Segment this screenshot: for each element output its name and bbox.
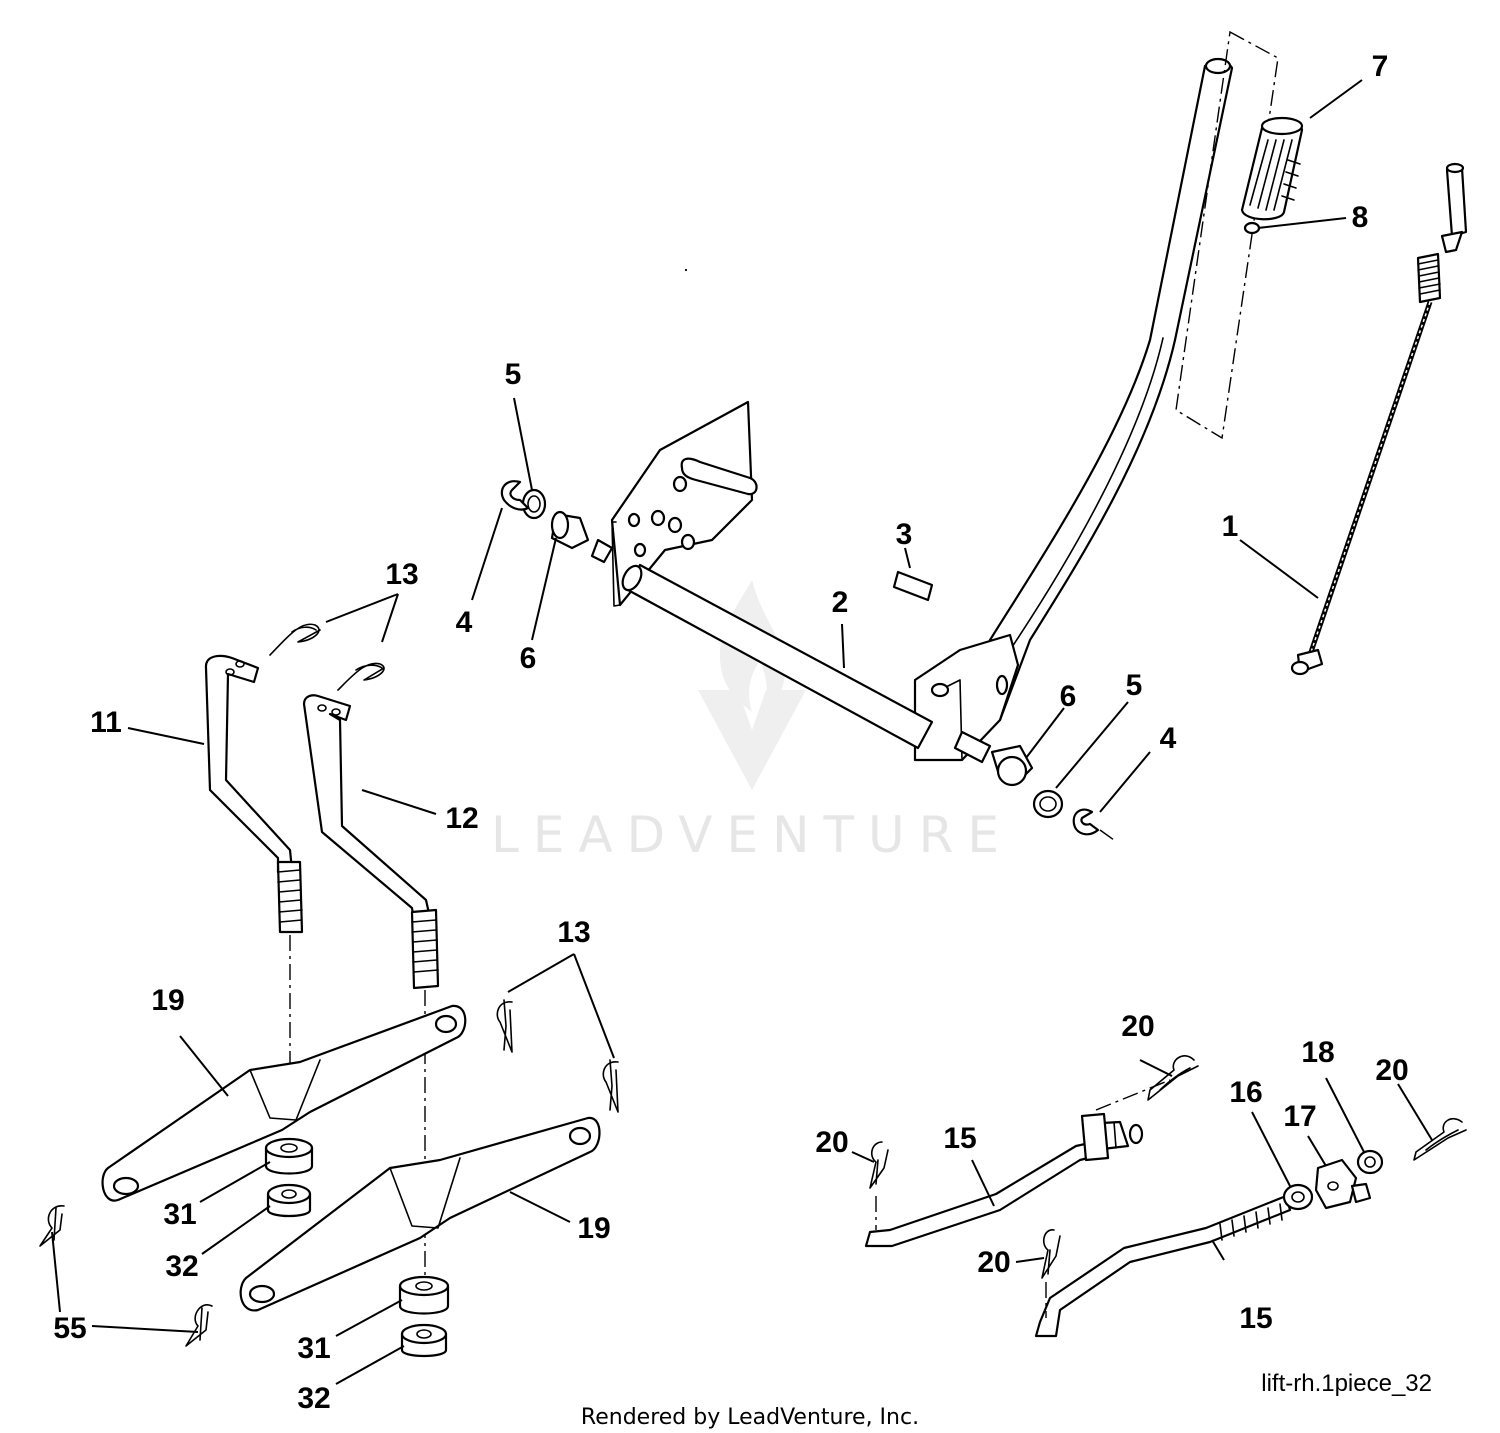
washer-18: [1356, 1149, 1384, 1175]
trunnion-block: [1314, 1158, 1372, 1210]
lift-arm-lower: [239, 1116, 601, 1312]
watermark-text: LEADVENTURE: [491, 806, 1013, 864]
hairpin-clip-20-b: [869, 1141, 889, 1189]
callout-11: 11: [90, 706, 122, 739]
right-shaft-hardware: [990, 744, 1115, 841]
callout-20-b: 20: [815, 1126, 848, 1159]
control-rod: [1290, 162, 1468, 676]
callout-31-upper: 31: [163, 1198, 196, 1231]
callout-31-lower: 31: [297, 1332, 330, 1365]
callout-3: 3: [896, 518, 913, 551]
callout-1: 1: [1222, 510, 1239, 543]
lift-arm-upper: [101, 1004, 467, 1202]
callout-55: 55: [53, 1312, 86, 1345]
spacer-upper: [264, 1137, 314, 1175]
callout-13-top: 13: [385, 558, 418, 591]
lift-shaft: [590, 538, 992, 764]
callout-7: 7: [1372, 50, 1389, 83]
drawing-reference: lift-rh.1piece_32: [1261, 1370, 1432, 1397]
spacer-lower: [398, 1275, 450, 1315]
lift-lever: [913, 57, 1234, 762]
callout-6-right: 6: [1060, 680, 1077, 713]
callout-17: 17: [1283, 1100, 1316, 1133]
callout-18: 18: [1301, 1036, 1334, 1069]
callout-19-upper: 19: [151, 984, 184, 1017]
callout-15-upper: 15: [943, 1122, 976, 1155]
callout-32-lower: 32: [297, 1382, 330, 1415]
hairpin-clip-mid-1: [496, 999, 513, 1053]
callout-19-lower: 19: [577, 1212, 610, 1245]
watermark-v-icon: [698, 690, 806, 790]
hairpin-clip-top-1: [269, 623, 321, 656]
nut-lower: [400, 1323, 448, 1358]
hairpin-clip-20-a: [1147, 1055, 1199, 1101]
callout-13-mid: 13: [557, 916, 590, 949]
grip: [1240, 116, 1304, 221]
hairpin-clip-20-c: [1041, 1229, 1061, 1279]
roll-pin: [892, 570, 934, 602]
adjustment-rod-lower: [1034, 1194, 1292, 1338]
callout-32-upper: 32: [165, 1250, 198, 1283]
nut-upper: [266, 1183, 312, 1218]
hairpin-clip-20-d: [1413, 1117, 1467, 1161]
callout-20-a: 20: [1121, 1010, 1154, 1043]
grip-phantom-outline: [1175, 30, 1279, 440]
callout-4-right: 4: [1160, 722, 1177, 755]
callout-6-left: 6: [520, 642, 537, 675]
callout-5-right: 5: [1126, 669, 1143, 702]
callout-20-d: 20: [1375, 1054, 1408, 1087]
render-credit: Rendered by LeadVenture, Inc.: [581, 1405, 919, 1430]
watermark: LEADVENTURE: [491, 580, 1013, 864]
lift-link-12: [302, 694, 440, 1310]
callout-labels: 1 2 3 4 4 5 5 6 6 7 8 11 12 13 13 15 15 …: [53, 50, 1408, 1415]
left-shaft-hardware: [500, 480, 590, 550]
hairpin-clip-55-1: [39, 1205, 65, 1247]
callout-8: 8: [1352, 201, 1369, 234]
grip-nut: [1243, 221, 1261, 235]
leader-lines: [51, 79, 1433, 1385]
hairpin-clip-mid-2: [602, 1059, 619, 1113]
mounting-plate: [610, 268, 758, 607]
lift-link-11: [204, 654, 304, 1130]
callout-5-left: 5: [505, 358, 522, 391]
callout-4-left: 4: [456, 606, 473, 639]
callout-2: 2: [832, 586, 849, 619]
callout-12: 12: [445, 802, 478, 835]
callout-16: 16: [1229, 1076, 1262, 1109]
callout-15-lower: 15: [1239, 1302, 1272, 1335]
callout-20-c: 20: [977, 1246, 1010, 1279]
hairpin-clip-55-2: [185, 1304, 213, 1347]
adjustment-rod-upper: [864, 1079, 1171, 1248]
hairpin-clip-top-2: [337, 662, 385, 691]
jam-nut: [1282, 1183, 1314, 1211]
